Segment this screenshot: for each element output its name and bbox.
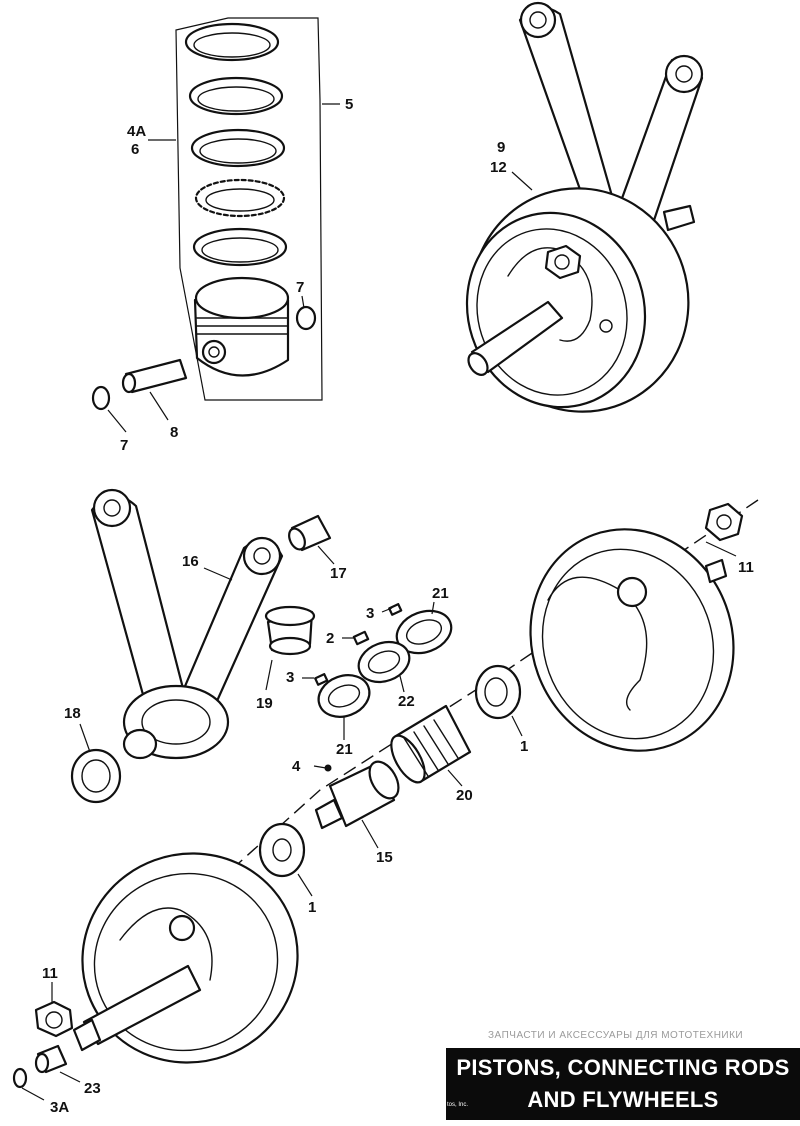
flywheel-assembly <box>465 1 704 413</box>
right-flywheel <box>529 502 744 752</box>
crankpin <box>314 760 400 830</box>
piston <box>193 276 290 377</box>
callout-21: 21 <box>336 741 353 758</box>
callout-3A: 3A <box>50 1099 69 1116</box>
callout-23: 23 <box>84 1080 101 1097</box>
bearing-race <box>264 605 316 656</box>
callout-4A: 4A <box>127 123 146 140</box>
roller-bearings <box>314 603 453 718</box>
callout-4: 4 <box>292 758 301 775</box>
callout-8: 8 <box>170 424 178 441</box>
callout-12: 12 <box>490 159 507 176</box>
piston-assembly <box>91 17 323 411</box>
callout-labels: 5 4A 6 7 7 8 9 12 16 17 11 3 21 2 3 22 1… <box>42 96 754 1116</box>
callout-3: 3 <box>366 605 374 622</box>
callout-7: 7 <box>120 437 128 454</box>
callout-1: 1 <box>520 738 528 755</box>
left-flywheel <box>12 852 299 1089</box>
callout-22: 22 <box>398 693 415 710</box>
piston-pin <box>121 358 188 394</box>
callout-3: 3 <box>286 669 294 686</box>
callout-19: 19 <box>256 695 273 712</box>
leader-lines <box>21 103 737 1101</box>
callout-18: 18 <box>64 705 81 722</box>
callout-7: 7 <box>296 279 304 296</box>
piston-pin-circlip <box>295 305 317 331</box>
publisher-credit: tos, Inc. <box>447 1102 469 1108</box>
watermark-text: ЗАПЧАСТИ И АКСЕССУАРЫ ДЛЯ МОТОТЕХНИКИ <box>488 1030 744 1041</box>
thrust-washer <box>70 748 122 804</box>
piston-ring-set <box>184 22 288 267</box>
title-line-2: AND FLYWHEELS <box>527 1087 719 1112</box>
thrust-washer <box>474 664 522 720</box>
callout-1: 1 <box>308 899 316 916</box>
callout-2: 2 <box>326 630 334 647</box>
callout-5: 5 <box>345 96 353 113</box>
callout-20: 20 <box>456 787 473 804</box>
diagram-title-block: PISTONS, CONNECTING RODS AND FLYWHEELS <box>446 1048 800 1120</box>
piston-pin-circlip <box>91 385 111 411</box>
callout-11: 11 <box>738 559 754 576</box>
thrust-washer <box>258 822 306 878</box>
callout-16: 16 <box>182 553 199 570</box>
callout-17: 17 <box>330 565 347 582</box>
callout-9: 9 <box>497 139 505 156</box>
callout-15: 15 <box>376 849 393 866</box>
callout-11: 11 <box>42 965 58 982</box>
roller-cage <box>390 704 472 784</box>
callout-21: 21 <box>432 585 449 602</box>
callout-6: 6 <box>131 141 139 158</box>
rod-bushing <box>288 514 332 552</box>
title-line-1: PISTONS, CONNECTING RODS <box>456 1055 790 1080</box>
connecting-rods <box>90 488 284 760</box>
